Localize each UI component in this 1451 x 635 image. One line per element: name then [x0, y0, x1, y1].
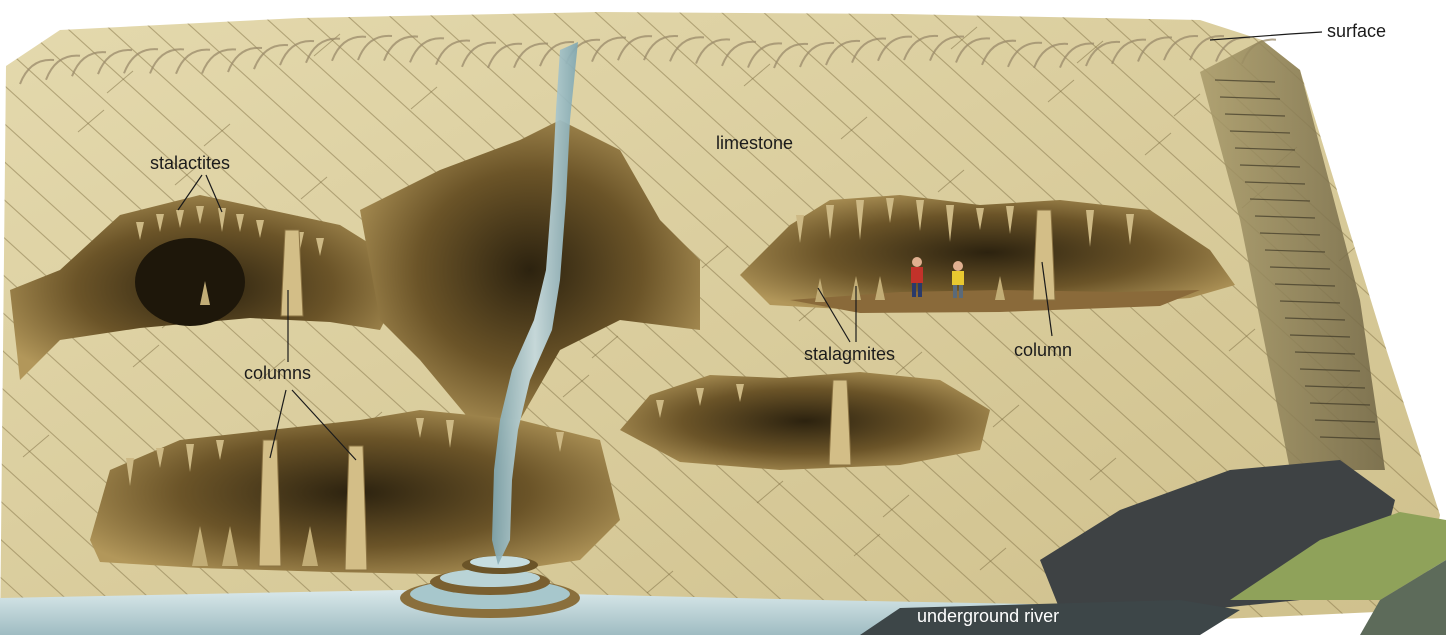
label-stalagmites: stalagmites [804, 345, 895, 363]
label-underground-river: underground river [917, 607, 1059, 625]
cave-column [281, 230, 303, 316]
label-surface: surface [1327, 22, 1386, 40]
label-columns: columns [244, 364, 311, 382]
middle-chamber [620, 372, 990, 470]
label-stalactites: stalactites [150, 154, 230, 172]
cave-column [259, 440, 281, 566]
joint-line [10, 18, 36, 40]
cave-column [829, 380, 851, 465]
label-column: column [1014, 341, 1072, 359]
cave-column [345, 446, 367, 570]
joint-line [1368, 200, 1394, 222]
cave-column [1033, 210, 1055, 300]
joint-line [1381, 57, 1407, 79]
label-limestone: limestone [716, 134, 793, 152]
chamber-tunnel-opening [135, 238, 245, 326]
